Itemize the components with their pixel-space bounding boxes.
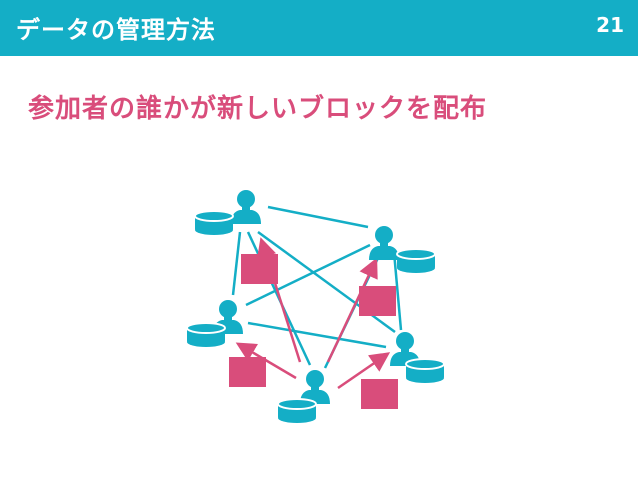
page-number: 21 [596,13,624,37]
broadcast-arrows [235,237,391,390]
arrow-to-leftmiddle [235,342,297,380]
database-icon [194,210,234,236]
link-topleft-rightupper [267,205,369,229]
node-right-lower [390,332,445,384]
link-topleft-rightlower [257,230,396,334]
arrow-to-rightlower [337,352,391,390]
database-icon [186,322,226,348]
link-rightupper-leftmiddle [245,243,371,307]
person-icon [369,226,399,260]
new-blocks [229,254,398,409]
page-title: データの管理方法 [16,16,216,44]
block-icon [229,357,266,387]
person-icon [231,190,261,224]
node-bottom [277,370,330,424]
node-right-upper [369,226,436,274]
database-icon [405,358,445,384]
arrow-to-rightupper [326,257,378,363]
block-icon [359,286,396,316]
slide-subtitle: 参加者の誰かが新しいブロックを配布 [28,94,488,124]
link-topleft-leftmiddle [231,231,242,296]
link-leftmiddle-rightlower [247,321,387,349]
node-left-middle [186,300,243,348]
node-top-left [194,190,261,236]
database-icon [277,398,317,424]
header-bar: データの管理方法 21 [0,0,638,56]
database-icon [396,248,436,274]
block-icon [241,254,278,284]
link-rightupper-rightlower [392,251,403,331]
block-icon [361,379,398,409]
